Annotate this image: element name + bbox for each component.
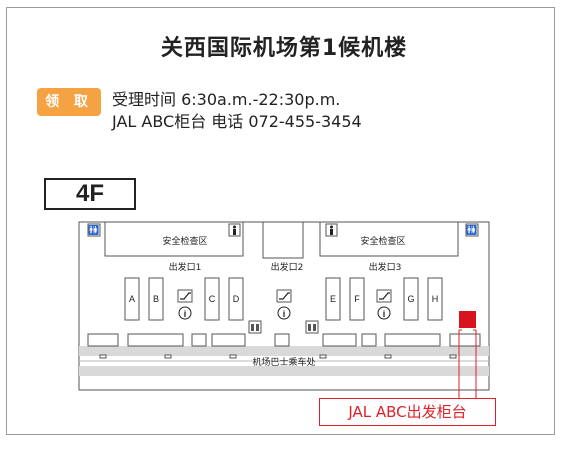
- gate-E: E: [325, 277, 341, 321]
- departure-exit-1: 出发口1: [169, 261, 202, 273]
- svg-text:A: A: [129, 294, 135, 304]
- svg-text:G: G: [407, 294, 414, 304]
- svg-text:C: C: [209, 294, 216, 304]
- gate-G: G: [403, 277, 419, 321]
- info-icon: i: [377, 306, 391, 320]
- jal-abc-counter-marker: [459, 311, 476, 328]
- service-hours: 受理时间 6:30a.m.-22:30p.m.: [112, 90, 341, 109]
- escalator-icon: [376, 289, 392, 303]
- svg-text:H: H: [432, 294, 439, 304]
- escalator-icon: [276, 289, 292, 303]
- restroom-icon: 🚻: [465, 223, 479, 237]
- page-title: 关西国际机场第1候机楼: [160, 36, 408, 61]
- info-icon: i: [178, 306, 192, 320]
- road-lane-bottom: [79, 366, 489, 376]
- svg-text:E: E: [330, 294, 336, 304]
- counter-callout: JAL ABC出发柜台: [319, 398, 496, 426]
- svg-text:🚻: 🚻: [466, 224, 477, 236]
- map-frame: [6, 7, 555, 435]
- counter-phone: JAL ABC柜台 电话 072-455-3454: [112, 112, 362, 131]
- departure-exit-2: 出发口2: [271, 261, 304, 273]
- security-label-3: 安全检查区: [360, 235, 405, 247]
- svg-text:i: i: [184, 309, 187, 319]
- counter-row: [87, 333, 481, 347]
- svg-text:B: B: [153, 294, 159, 304]
- elevator-icon: [305, 320, 319, 334]
- elevator-icon: [248, 320, 262, 334]
- gate-D: D: [228, 277, 244, 321]
- info-icon: i: [277, 306, 291, 320]
- security-area-1: [104, 221, 244, 257]
- road-lane-top: [79, 346, 489, 356]
- pickup-badge: 领 取: [37, 88, 101, 116]
- restroom-icon: 🚻: [87, 223, 101, 237]
- gate-B: B: [148, 277, 164, 321]
- svg-text:F: F: [354, 294, 360, 304]
- security-label-1: 安全检查区: [162, 235, 207, 247]
- gate-F: F: [349, 277, 365, 321]
- escalator-icon: [177, 289, 193, 303]
- svg-text:i: i: [283, 309, 286, 319]
- svg-text:🚻: 🚻: [88, 224, 99, 236]
- gate2-security-box: [262, 221, 304, 259]
- curb-posts: [99, 354, 457, 359]
- bus-stop-label: 机场巴士乘车处: [252, 356, 315, 368]
- gate-H: H: [427, 277, 443, 321]
- svg-text:D: D: [233, 294, 240, 304]
- person-icon: [228, 223, 241, 237]
- security-area-3: [319, 221, 459, 257]
- gate-C: C: [204, 277, 220, 321]
- gate-A: A: [124, 277, 140, 321]
- callout-leader: [458, 330, 477, 400]
- person-icon: [325, 223, 338, 237]
- departure-exit-3: 出发口3: [369, 261, 402, 273]
- svg-text:i: i: [383, 309, 386, 319]
- floor-label: 4F: [44, 178, 136, 210]
